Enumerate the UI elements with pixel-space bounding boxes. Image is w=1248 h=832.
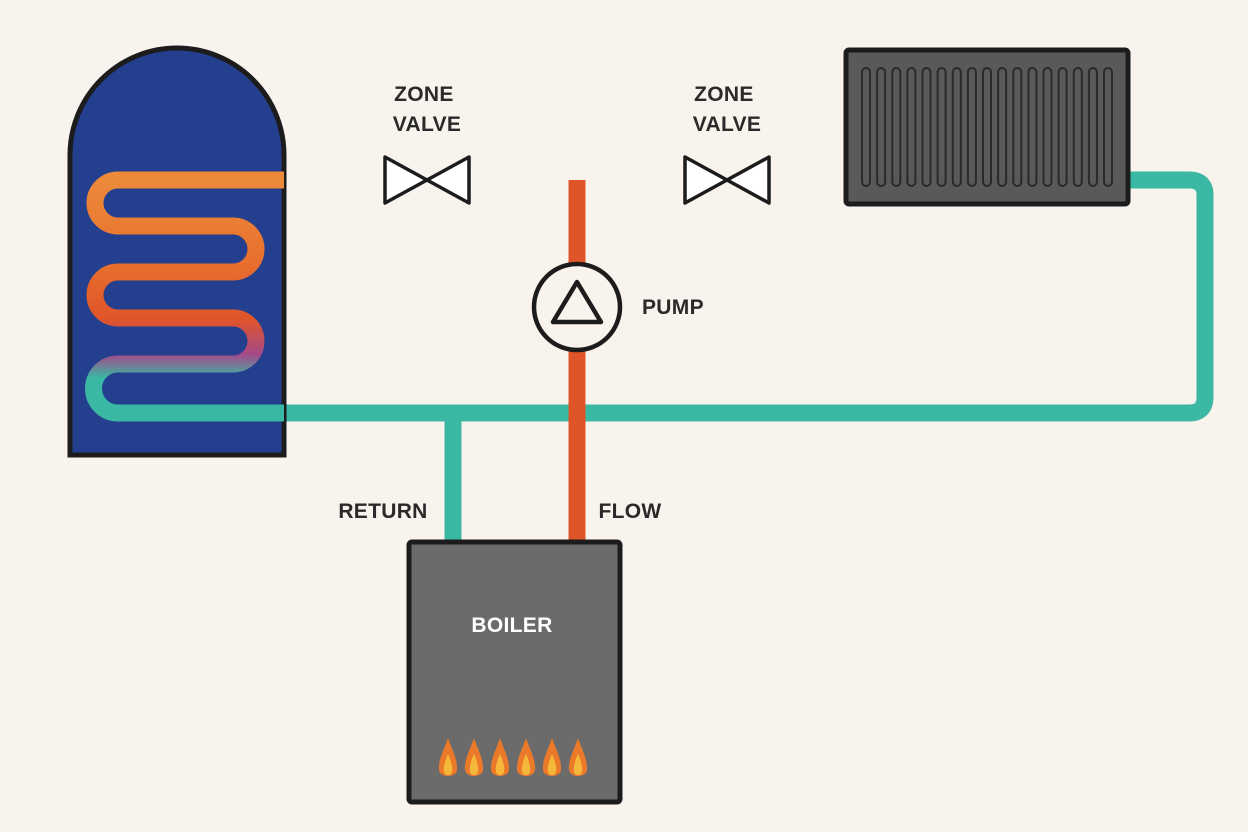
radiator-fin [997,67,1008,187]
radiator-fin [1057,67,1068,187]
radiator[interactable] [843,47,1131,207]
boiler[interactable]: BOILER [406,539,623,805]
radiator-fin [876,67,887,187]
flame-icon [464,738,484,776]
burner-flames [438,738,588,776]
radiator-fin [1103,67,1113,187]
zone-valve-right-label-line1: ZONE [694,83,754,106]
radiator-fin [861,67,871,187]
zone-valve-left-label-line2: VALVE [393,113,461,136]
flame-icon [542,738,562,776]
radiator-fin [1087,67,1098,187]
cylinder-coil [85,171,284,422]
zone-valve-left[interactable]: ZONE VALVE [383,83,471,205]
zone-valve-icon [383,155,471,205]
radiator-fin [891,67,902,187]
radiator-icon [843,47,1131,207]
cylinder-body [67,45,287,458]
pump-triangle-icon [550,279,604,325]
boiler-label: BOILER [471,614,552,637]
flame-icon [568,738,588,776]
boiler-icon [406,539,623,805]
zone-valve-right-label-line2: VALVE [693,113,761,136]
return-label: RETURN [338,500,427,523]
radiator-fin [951,67,962,187]
flow-label: FLOW [598,500,661,523]
radiator-fin [921,67,932,187]
zone-valve-right-label: ZONE VALVE [693,83,761,136]
hot-water-cylinder [67,45,287,458]
zone-valve-left-label: ZONE VALVE [393,83,461,136]
return-main-pipe [284,171,1214,422]
zone-valve-right[interactable]: ZONE VALVE [683,83,771,205]
radiator-fin [982,67,992,187]
pump-label: PUMP [642,296,704,319]
radiator-fin [966,67,977,187]
radiator-fin [1012,67,1023,187]
radiator-fin [1072,67,1083,187]
radiator-fin [906,67,917,187]
zone-valve-left-label-line1: ZONE [394,83,454,106]
flame-icon [438,738,458,776]
flame-icon [516,738,536,776]
radiator-fin [1027,67,1038,187]
pump[interactable]: PUMP [531,261,704,353]
zone-valve-icon [683,155,771,205]
radiator-fin [936,67,947,187]
flame-icon [490,738,510,776]
radiator-fins [861,67,1113,187]
pump-icon [531,261,623,353]
flow-pipework [284,171,846,542]
radiator-fin [1042,67,1053,187]
return-pipework [284,171,1214,542]
